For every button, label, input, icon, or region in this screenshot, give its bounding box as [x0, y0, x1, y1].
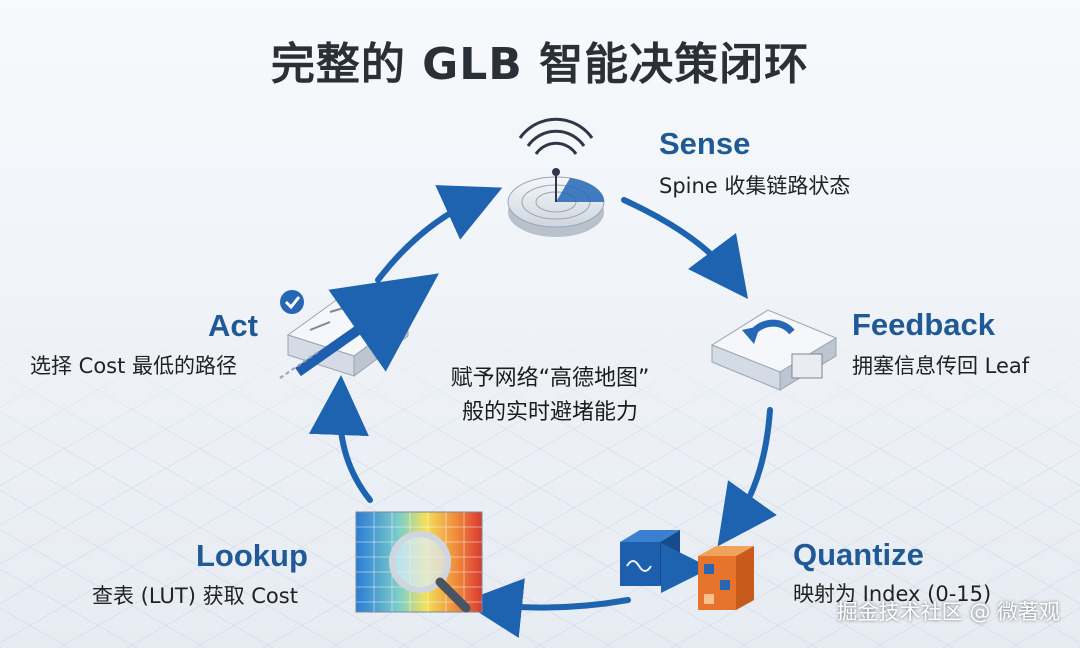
- arrow-act-to-sense: [375, 185, 503, 283]
- background-grid: [0, 318, 1080, 648]
- arrow-lookup-to-act: [308, 375, 373, 503]
- switch-icon: [279, 273, 439, 379]
- arrow-feedback-to-quantize: [717, 407, 777, 547]
- page-title: 完整的 GLB 智能决策闭环: [270, 39, 810, 90]
- center-caption: 赋予网络“高德地图” 般的实时避堵能力: [400, 362, 700, 430]
- arrow-sense-to-feedback: [621, 197, 749, 299]
- node-act-desc: 选择 Cost 最低的路径: [30, 354, 238, 378]
- node-feedback-desc: 拥塞信息传回 Leaf: [852, 354, 1030, 378]
- node-feedback-title: Feedback: [852, 307, 996, 342]
- feedback-box-icon: [710, 309, 838, 391]
- center-caption-line2: 般的实时避堵能力: [461, 400, 638, 425]
- cycle-arrows: [308, 185, 777, 638]
- node-act-title: Act: [208, 308, 258, 343]
- lookup-table-icon: [355, 511, 483, 613]
- node-quantize-desc: 映射为 Index (0-15): [793, 582, 992, 606]
- radar-icon: [507, 117, 605, 237]
- node-sense-title: Sense: [659, 126, 751, 161]
- quantize-cubes-icon: [620, 530, 754, 610]
- node-sense-desc: Spine 收集链路状态: [659, 174, 851, 198]
- node-lookup-title: Lookup: [196, 538, 308, 573]
- node-lookup-desc: 查表 (LUT) 获取 Cost: [92, 584, 298, 608]
- node-quantize-title: Quantize: [793, 537, 924, 572]
- center-caption-line1: 赋予网络“高德地图”: [450, 366, 650, 391]
- arrow-quantize-to-lookup: [462, 578, 631, 638]
- watermark: 掘金技术社区 @ 微著观: [836, 600, 1060, 624]
